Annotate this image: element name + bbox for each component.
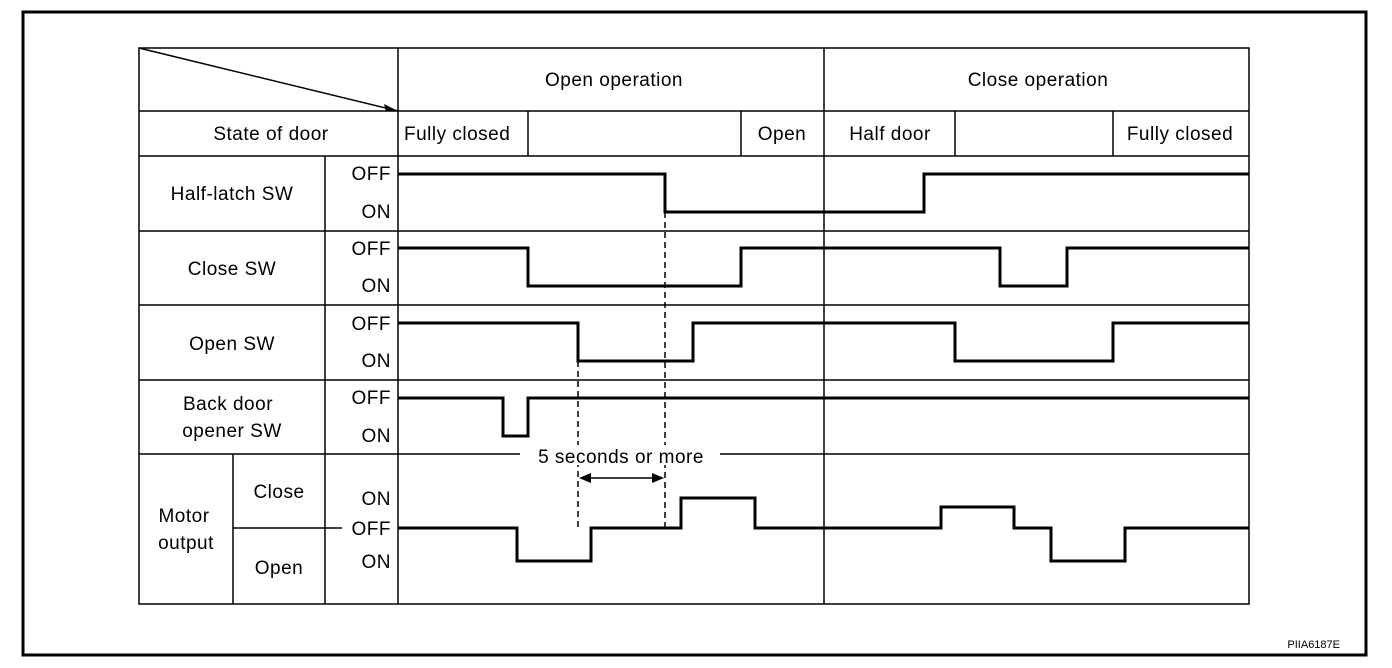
state-fully-closed-1: Fully closed	[404, 124, 510, 145]
open-sw-waveform	[398, 321, 1249, 363]
back-door-label-line2: opener SW	[182, 421, 282, 442]
close-sw-label: Close SW	[188, 259, 276, 280]
motor-output-waveform	[398, 496, 1249, 563]
motor-label-line2: output	[158, 533, 214, 554]
figure-code: PIIA6187E	[1287, 639, 1340, 651]
state-fully-closed-2: Fully closed	[1127, 124, 1233, 145]
motor-open-on-label: ON	[362, 552, 392, 573]
open-sw-off-label: OFF	[352, 314, 392, 335]
state-of-door-label: State of door	[213, 124, 328, 145]
close-sw-on-label: ON	[362, 276, 392, 297]
back-door-waveform	[398, 396, 1249, 438]
outer-frame	[21, 10, 1368, 657]
back-door-off-label: OFF	[352, 388, 392, 409]
half-latch-sw-label: Half-latch SW	[171, 184, 294, 205]
close-sw-waveform	[398, 246, 1249, 288]
motor-close-label: Close	[253, 482, 304, 503]
motor-off-label: OFF	[352, 519, 392, 540]
header-diagonal	[138, 47, 399, 112]
motor-open-label: Open	[255, 558, 303, 579]
back-door-on-label: ON	[362, 426, 392, 447]
state-open: Open	[758, 124, 806, 145]
duration-arrow	[579, 473, 664, 483]
close-sw-off-label: OFF	[352, 239, 392, 260]
open-sw-on-label: ON	[362, 351, 392, 372]
open-operation-header: Open operation	[545, 70, 683, 91]
half-latch-on-label: ON	[362, 202, 392, 223]
table-grid	[138, 47, 1250, 605]
open-sw-label: Open SW	[189, 334, 275, 355]
half-latch-waveform	[398, 172, 1249, 214]
motor-close-on-label: ON	[362, 489, 392, 510]
back-door-label-line1: Back door	[183, 394, 273, 415]
close-operation-header: Close operation	[968, 70, 1109, 91]
motor-label-line1: Motor	[158, 506, 209, 527]
five-seconds-annotation: 5 seconds or more	[538, 447, 704, 468]
state-half-door: Half door	[849, 124, 931, 145]
half-latch-off-label: OFF	[352, 164, 392, 185]
